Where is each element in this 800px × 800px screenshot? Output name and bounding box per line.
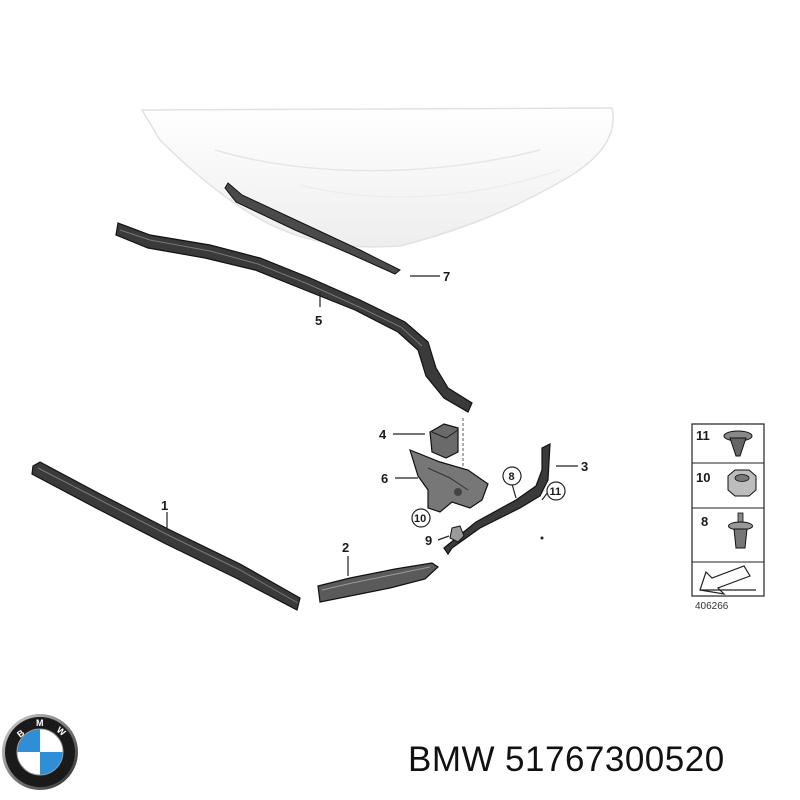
fastener-legend: 11 10 8 bbox=[691, 423, 765, 597]
bonnet-outline bbox=[140, 107, 614, 248]
callout-6: 6 bbox=[381, 471, 388, 486]
svg-text:M: M bbox=[36, 718, 44, 728]
legend-item-8: 8 bbox=[701, 512, 753, 549]
callout-9: 9 bbox=[425, 533, 432, 548]
svg-text:10: 10 bbox=[414, 513, 426, 525]
clip-nut-icon bbox=[723, 430, 753, 457]
legend-item-11: 11 bbox=[696, 428, 753, 457]
callout-5: 5 bbox=[315, 313, 322, 328]
hex-nut-icon bbox=[727, 469, 757, 497]
legend-item-10: 10 bbox=[696, 469, 757, 497]
svg-text:8: 8 bbox=[701, 514, 708, 529]
part-number: 51767300520 bbox=[505, 740, 725, 779]
part-5-seal bbox=[115, 222, 473, 413]
callout-10-circled: 10 bbox=[411, 508, 431, 528]
part-2-seal bbox=[317, 556, 439, 603]
callout-7: 7 bbox=[443, 269, 450, 284]
part-1-seal bbox=[31, 461, 301, 611]
svg-text:10: 10 bbox=[696, 470, 710, 485]
callout-3: 3 bbox=[581, 459, 588, 474]
svg-text:8: 8 bbox=[509, 471, 515, 483]
callout-2: 2 bbox=[342, 540, 349, 555]
callout-8-circled: 8 bbox=[502, 466, 522, 486]
bmw-logo: B M W bbox=[2, 714, 78, 790]
part-6-bracket bbox=[395, 448, 489, 513]
reference-number: 406266 bbox=[695, 601, 729, 612]
part-7-seal bbox=[224, 182, 440, 277]
push-rivet-icon bbox=[728, 512, 753, 549]
svg-text:11: 11 bbox=[550, 486, 562, 498]
orientation-arrow-icon bbox=[699, 565, 756, 595]
svg-text:B: B bbox=[15, 727, 27, 739]
part-4-bracket bbox=[393, 418, 464, 470]
brand-name: BMW bbox=[408, 740, 496, 779]
callout-11-circled: 11 bbox=[546, 481, 566, 501]
part-9-grommet bbox=[437, 525, 465, 543]
callout-4: 4 bbox=[379, 427, 387, 442]
part-3-strip bbox=[443, 443, 578, 556]
callout-1: 1 bbox=[161, 498, 168, 513]
svg-text:11: 11 bbox=[696, 428, 710, 443]
